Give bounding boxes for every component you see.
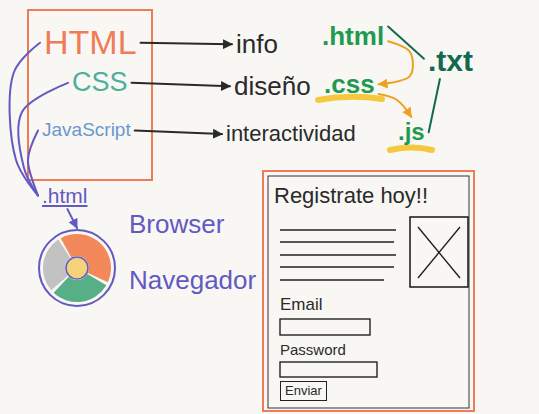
text-placeholder-line xyxy=(280,229,396,231)
browser-logo xyxy=(39,230,115,306)
logo-ring xyxy=(39,230,115,306)
connector xyxy=(67,209,77,228)
node-text: .js xyxy=(398,119,425,145)
language-label: CSS xyxy=(68,66,132,100)
field-label: Password xyxy=(280,342,346,359)
image-placeholder xyxy=(410,217,468,287)
node-text: HTML xyxy=(44,24,137,61)
node-text: info xyxy=(236,30,278,59)
node-text: .html xyxy=(322,22,384,51)
text-placeholder-line xyxy=(280,266,394,268)
submit-button: Enviar xyxy=(280,381,327,401)
file-extension: .css xyxy=(320,68,379,101)
node-text: interactividad xyxy=(226,122,356,146)
file-name: .html xyxy=(38,182,92,209)
signup-form: Registrate hoy!! EmailPasswordEnviar xyxy=(262,170,475,412)
file-extension: .html xyxy=(318,20,388,53)
field-label: Navegador xyxy=(129,266,256,295)
image-cross xyxy=(418,227,460,278)
node-text: Enviar xyxy=(285,384,322,398)
input-field xyxy=(280,362,377,377)
highlight-stroke xyxy=(390,148,432,151)
text-placeholder-line xyxy=(280,254,396,256)
connector xyxy=(141,43,232,45)
logo-center xyxy=(66,257,88,279)
text-placeholder-line xyxy=(280,279,384,281)
node-text: .txt xyxy=(428,44,473,77)
text-placeholder-line xyxy=(280,241,394,243)
language-label: JavaScript xyxy=(38,118,135,143)
connector xyxy=(132,83,230,86)
heading-text: Registrate hoy!! xyxy=(274,184,428,208)
input-field xyxy=(280,319,370,335)
role-label: diseño xyxy=(230,70,315,103)
language-label: HTML xyxy=(40,22,141,63)
node-text: JavaScript xyxy=(42,120,131,141)
role-label: info xyxy=(232,28,282,61)
language-frame xyxy=(28,10,152,180)
connector xyxy=(429,79,440,132)
inner-frame xyxy=(268,176,469,408)
node-text: diseño xyxy=(234,72,311,101)
connector xyxy=(388,27,424,59)
file-extension: .js xyxy=(394,117,429,147)
connector xyxy=(379,94,412,117)
node-text: .html xyxy=(42,184,88,207)
heading-text: Browser xyxy=(129,210,224,239)
browser-icon: BrowserNavegador xyxy=(37,228,117,308)
connector xyxy=(28,130,38,195)
node-text: .css xyxy=(324,70,375,99)
connector xyxy=(135,130,222,134)
role-label: interactividad xyxy=(222,120,360,148)
node-text: CSS xyxy=(72,68,128,98)
field-label: Email xyxy=(280,296,323,315)
file-extension: .txt xyxy=(424,42,477,79)
browser-illustration xyxy=(37,228,117,308)
